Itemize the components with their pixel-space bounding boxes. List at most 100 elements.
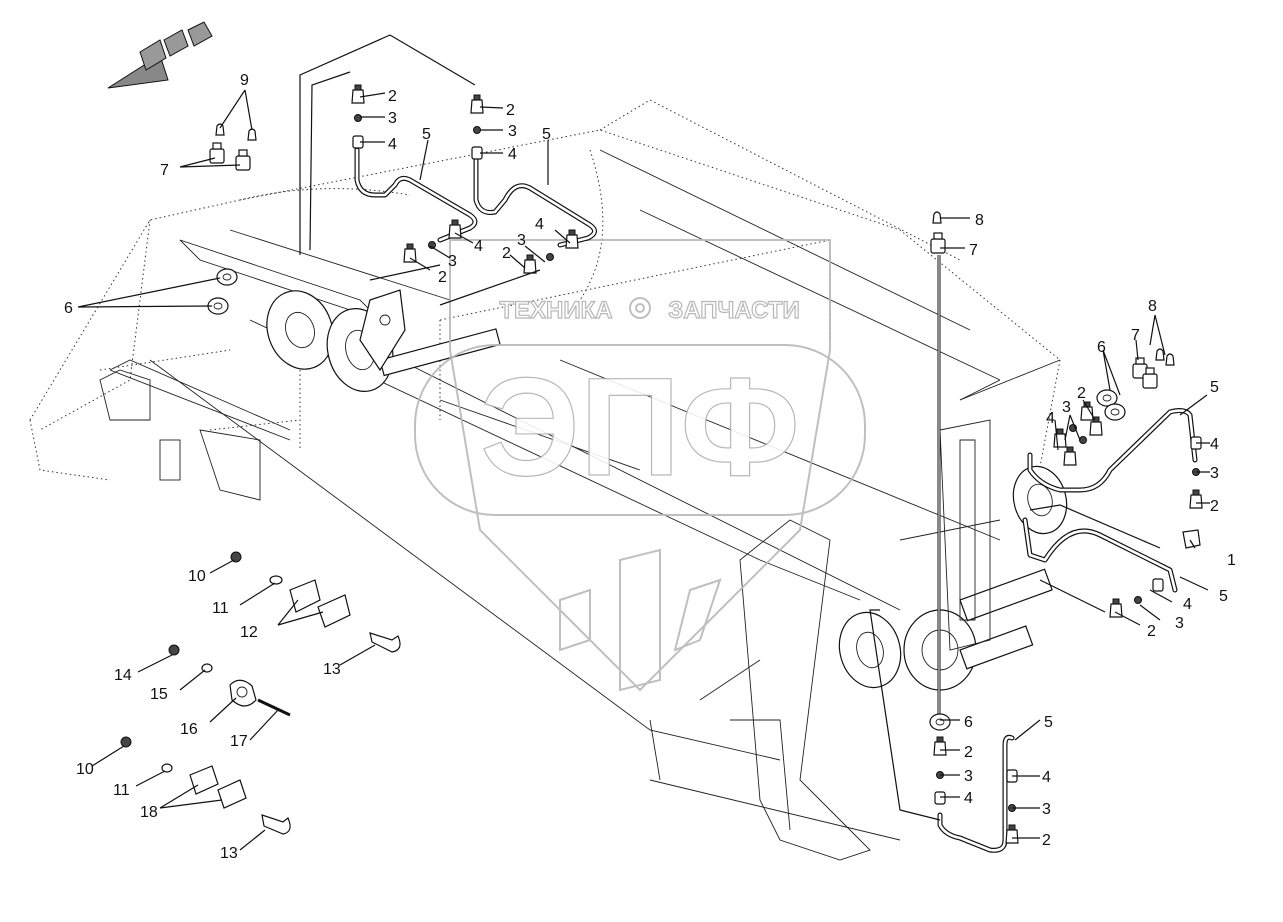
clamp-assembly-bottom [120, 736, 291, 835]
grease-nipple [1189, 494, 1203, 509]
callout-4: 4 [388, 136, 397, 153]
callout-6: 6 [1097, 339, 1106, 356]
callout-15: 15 [150, 686, 168, 703]
callout-13: 13 [323, 661, 341, 678]
plug-screw [1142, 373, 1158, 389]
hose-line-5 [937, 734, 1015, 853]
plug-screw [209, 148, 225, 164]
callout-5: 5 [1044, 714, 1053, 731]
clamp-assembly-top [230, 551, 401, 653]
watermark-left-text: ТЕХНИКА [499, 297, 612, 324]
hex-nut-hole [1110, 408, 1120, 416]
callout-3: 3 [448, 253, 457, 270]
callout-3: 3 [1210, 465, 1219, 482]
grease-nipple [1005, 829, 1019, 844]
leader-lines [77, 34, 1210, 851]
nipple-tip [568, 229, 576, 236]
nipple-tip [1056, 428, 1064, 435]
plug-head [1135, 357, 1145, 365]
grease-cap [247, 128, 257, 141]
nipple-tip [473, 94, 481, 101]
callout-2: 2 [964, 744, 973, 761]
nipple-tip [1066, 446, 1074, 453]
nipple-tip [1092, 416, 1100, 423]
callout-5: 5 [542, 126, 551, 143]
washer [546, 253, 554, 261]
nipple-tip [1192, 489, 1200, 496]
callout-18: 18 [140, 804, 158, 821]
callout-11: 11 [212, 600, 229, 617]
callout-12: 12 [240, 624, 258, 641]
callout-2: 2 [1147, 623, 1156, 640]
callout-14: 14 [114, 667, 132, 684]
callout-5: 5 [422, 126, 431, 143]
nipple-tip [406, 243, 414, 250]
grease-cap [1165, 353, 1175, 366]
grease-cap [1155, 348, 1165, 361]
clamp-assembly-middle [168, 644, 291, 717]
left-bearing-flange [266, 290, 334, 370]
callout-4: 4 [964, 790, 973, 807]
washer [1079, 436, 1087, 444]
callout-2: 2 [502, 245, 511, 262]
nipple-tip [1008, 824, 1016, 831]
header-frame-outline [29, 99, 1061, 841]
callout-3: 3 [388, 110, 397, 127]
plug-head [1145, 367, 1155, 375]
callout-4: 4 [474, 238, 483, 255]
grease-nipple [933, 741, 947, 756]
callout-10: 10 [188, 568, 206, 585]
callout-1: 1 [1227, 552, 1236, 569]
plug-head [212, 142, 222, 150]
callout-4: 4 [1210, 436, 1219, 453]
callout-4: 4 [1046, 410, 1055, 427]
grease-cap [215, 123, 225, 136]
callout-4: 4 [1183, 596, 1192, 613]
callout-6: 6 [964, 714, 973, 731]
washer [473, 126, 481, 134]
hose-line-1 [354, 147, 478, 243]
callout-2: 2 [438, 269, 447, 286]
callout-3: 3 [964, 768, 973, 785]
plug-head [933, 232, 943, 240]
right-bearing-flange [838, 611, 902, 689]
callout-7: 7 [969, 242, 978, 259]
callout-3: 3 [508, 123, 517, 140]
fittings [207, 84, 1203, 844]
callout-2: 2 [1042, 832, 1051, 849]
callout-2: 2 [1210, 498, 1219, 515]
nipple-tip [526, 254, 534, 261]
callout-3: 3 [1175, 615, 1184, 632]
hose-line-4 [1022, 517, 1178, 593]
hex-nut-hole [222, 273, 232, 281]
watermark: ЭПФ ТЕХНИКА ЗАПЧАСТИ [414, 239, 866, 692]
hex-nut-hole [1102, 394, 1112, 402]
nipple-tip [354, 84, 362, 91]
grease-nipple [1063, 451, 1077, 466]
callout-4: 4 [535, 216, 544, 233]
plug-screw [235, 155, 251, 171]
callout-3: 3 [517, 232, 526, 249]
plug-screw [930, 238, 946, 254]
grease-nipple [1053, 433, 1067, 448]
callout-11: 11 [113, 782, 130, 799]
callout-8: 8 [975, 212, 984, 229]
nut [934, 791, 946, 805]
grease-cap [932, 211, 942, 224]
callout-8: 8 [1148, 298, 1157, 315]
callout-2: 2 [388, 88, 397, 105]
hex-nut [1096, 389, 1118, 407]
callout-3: 3 [1062, 399, 1071, 416]
nut [1152, 578, 1164, 592]
callout-17: 17 [230, 733, 248, 750]
grease-nipple [448, 224, 462, 239]
support-leg [699, 519, 871, 861]
washer [1134, 596, 1142, 604]
callout-5: 5 [1219, 588, 1228, 605]
callout-2: 2 [506, 102, 515, 119]
callout-4: 4 [508, 146, 517, 163]
nipple-tip [451, 219, 459, 226]
right-bearing-roller [903, 465, 1068, 691]
gear-icon [629, 297, 651, 319]
